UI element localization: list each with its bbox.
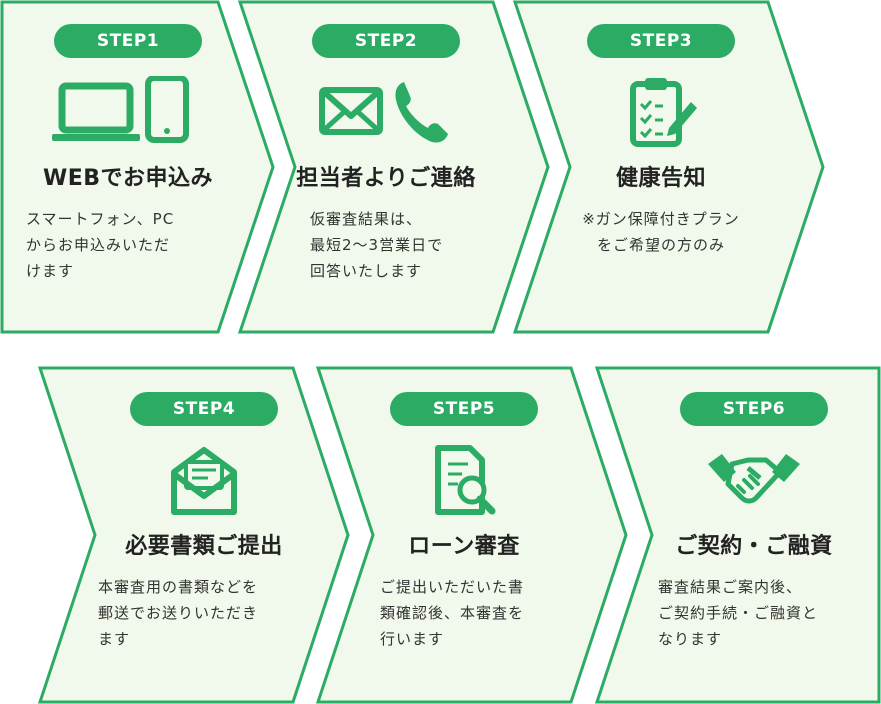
step2-arrow-panel xyxy=(237,0,550,334)
step4-card: STEP4 必要書類ご提出 本審査用の書類などを 郵送でお送りいただき ます xyxy=(84,392,324,652)
step6-arrow-panel xyxy=(594,366,881,704)
step5-description: ご提出いただいた書 類確認後、本審査を 行います xyxy=(380,578,525,648)
step3-description: ※ガン保障付きプラン をご希望の方のみ xyxy=(582,210,740,254)
step2-title: 担当者よりご連絡 xyxy=(296,166,476,191)
step6-description: 審査結果ご案内後、 ご契約手続・ご融資と なります xyxy=(658,578,819,648)
step2-description: 仮審査結果は、 最短2〜3営業日で 回答いたします xyxy=(310,210,444,280)
step5-arrow-panel xyxy=(315,366,628,704)
computer-smartphone-icon xyxy=(48,74,208,150)
step5-badge: STEP5 xyxy=(390,392,538,426)
open-envelope-icon xyxy=(164,442,244,518)
step4-title: 必要書類ご提出 xyxy=(125,534,283,559)
step6-card: STEP6 ご契約・ご融資 審査結果ご案内後、 ご契約手続・ご融資と なります xyxy=(634,392,874,652)
step3-title: 健康告知 xyxy=(615,166,706,191)
step6-title: ご契約・ご融資 xyxy=(675,534,833,559)
step4-arrow-panel xyxy=(37,366,350,704)
step1-badge: STEP1 xyxy=(54,24,202,58)
document-search-icon xyxy=(424,442,504,518)
step1-title: WEBでお申込み xyxy=(42,166,214,191)
step3-card: STEP3 健康告知 ※ガン保障付きプラン をご希望の方のみ xyxy=(541,24,781,258)
step3-arrow-panel xyxy=(512,0,825,334)
step1-card: STEP1 WEBでお申込み スマートフォン、PC からお申込みいただ けます xyxy=(8,24,248,284)
step2-card: STEP2 担当者よりご連絡 仮審査結果は、 最短2〜3営業日で 回答いたします xyxy=(266,24,506,284)
handshake-icon xyxy=(704,442,804,518)
step4-badge: STEP4 xyxy=(130,392,278,426)
step1-description: スマートフォン、PC からお申込みいただ けます xyxy=(26,210,175,280)
step2-badge: STEP2 xyxy=(312,24,460,58)
step4-description: 本審査用の書類などを 郵送でお送りいただき ます xyxy=(98,578,259,648)
step5-title: ローン審査 xyxy=(408,534,520,559)
step6-badge: STEP6 xyxy=(680,392,828,426)
mail-phone-icon xyxy=(306,74,466,150)
step3-badge: STEP3 xyxy=(587,24,735,58)
step5-card: STEP5 ローン審査 ご提出いただいた書 類確認後、本審査を 行います xyxy=(344,392,584,652)
clipboard-checklist-icon xyxy=(621,74,701,150)
